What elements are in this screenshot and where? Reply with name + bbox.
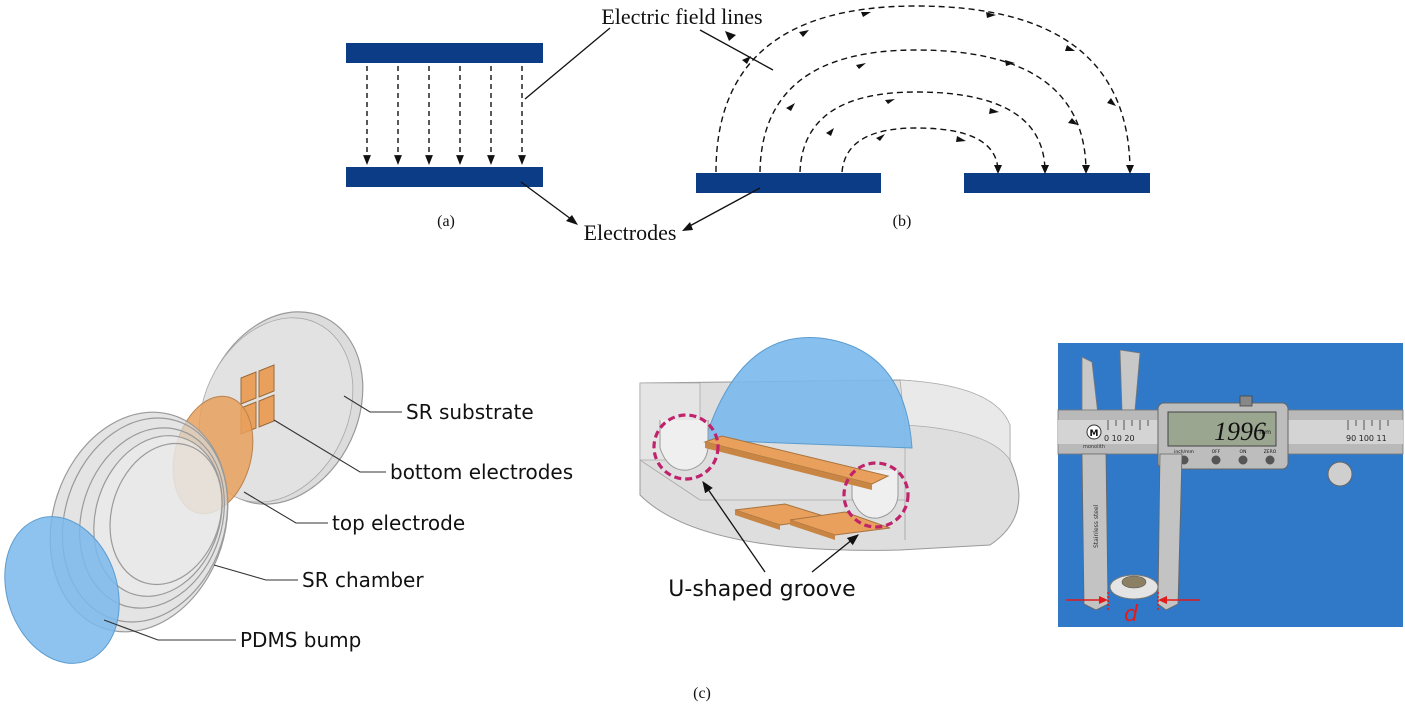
button-off [1211,455,1221,465]
label-electrodes: Electrodes [584,220,677,245]
label-bottom-electrodes: bottom electrodes [390,460,573,484]
pdms-dome-section [704,336,913,449]
panel-a: (a) [346,43,543,230]
lcd-display [1167,411,1277,447]
brand-sub: monolith [1083,444,1105,450]
groove-highlight-right [842,461,910,529]
label-off: OFF [1212,449,1221,455]
field-arcs-b [715,5,1131,173]
groove-highlight-left [652,413,720,481]
electrode-top-a [346,43,543,63]
arc-arrowheads-b [742,12,1134,174]
label-electric-field-lines: Electric field lines [601,4,762,29]
caption-c: (c) [693,685,711,702]
pdms-bump [4,516,120,664]
scale-left-numbers: 0 10 20 [1104,434,1135,443]
lcd-reading: 1996 [1214,417,1266,446]
button-zero [1265,455,1275,465]
caption-b: (b) [893,213,912,230]
label-u-shaped-groove: U-shaped groove [668,577,855,602]
panel-b: (b) [696,5,1150,230]
label-top-electrode: top electrode [332,511,465,535]
button-on [1238,455,1248,465]
caliper-photo: 0 10 20 90 100 11 M monolith 1996 mm inc… [1057,343,1404,627]
dimension-d [1066,592,1200,612]
exploded-view: SR substrate bottom electrodes top elect… [4,311,573,664]
label-sr-chamber: SR chamber [302,568,424,592]
shared-labels: Electric field lines Electrodes [520,4,774,245]
field-lines-a [363,66,526,165]
lcd-unit: mm [1259,429,1271,436]
brand-logo: M [1090,429,1099,439]
label-zero: ZERO [1264,449,1277,455]
scale-right-numbers: 90 100 11 [1346,434,1387,443]
label-sr-substrate: SR substrate [406,400,534,424]
label-on: ON [1240,449,1247,455]
label-pdms-bump: PDMS bump [240,628,361,652]
dimension-label: d [1124,602,1139,627]
stainless-label: Stainless steel [1093,504,1100,548]
cross-section-view: U-shaped groove [639,336,1020,602]
electrode-bottom-a [346,167,543,187]
label-inch-mm: inch/mm [1174,449,1194,455]
caption-a: (a) [437,213,455,230]
electrode-left-b [696,173,881,193]
electrode-right-b [964,173,1150,193]
